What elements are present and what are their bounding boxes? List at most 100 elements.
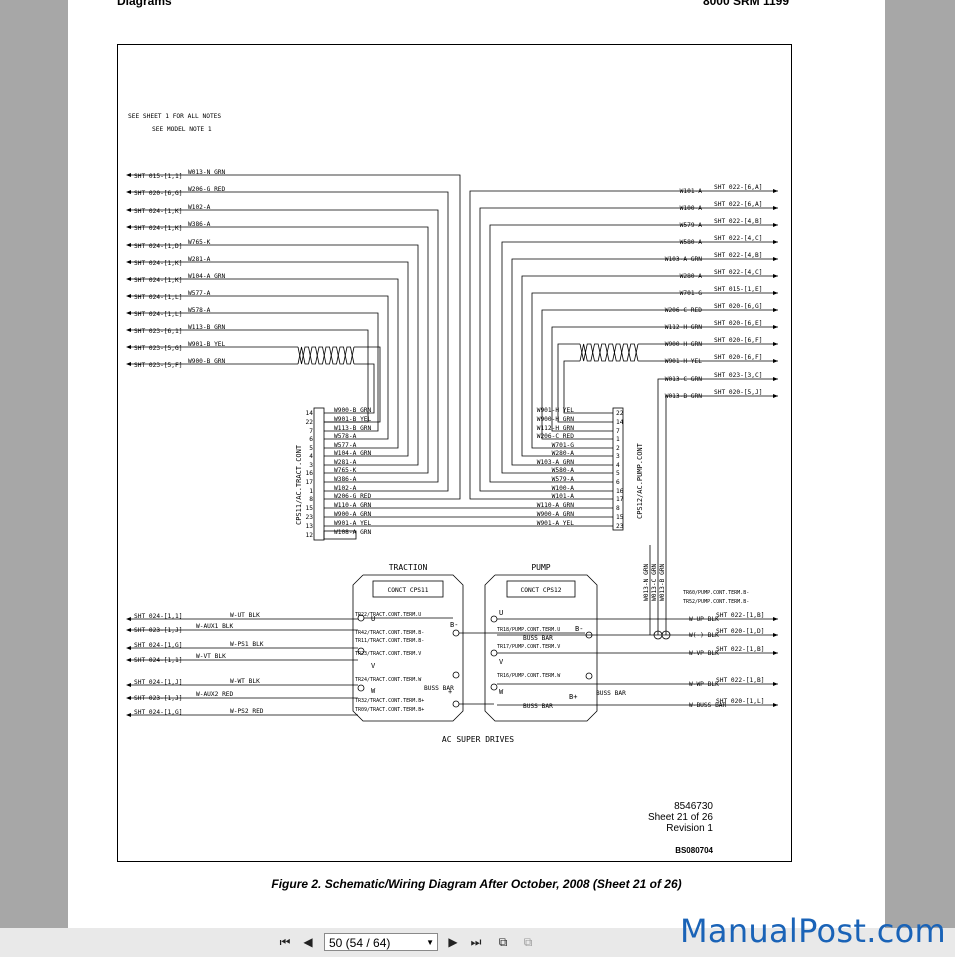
prev-page-icon[interactable]: ◀ <box>303 935 313 949</box>
arrow-right-icon <box>773 308 778 312</box>
bottom-right-ref: SHT 022-[1,B] <box>716 612 764 619</box>
pump-term-bplus <box>585 672 593 680</box>
bottom-left-wire: W-AUX2 RED <box>196 691 234 698</box>
cps12-wire: W110-A GRN <box>537 502 575 509</box>
cps11-wire: W901-A YEL <box>334 520 372 527</box>
bottom-right-ref: SHT 022-[1,B] <box>716 646 764 653</box>
arrow-right-icon <box>773 617 778 621</box>
page-number-select[interactable]: 50 (54 / 64) ▼ <box>324 933 438 951</box>
traction-term-label: B- <box>450 621 458 629</box>
right-wire-label: W013-C GRN <box>665 376 703 383</box>
wire-twist-b <box>324 363 375 414</box>
cps12-pin: 3 <box>616 453 620 460</box>
traction-term-text: TR32/TRACT.CONT.TERM.B+ <box>355 698 424 704</box>
arrow-right-icon <box>773 325 778 329</box>
left-sheet-ref: SHT 024-[1,L] <box>134 294 182 301</box>
page-number-value: 50 (54 / 64) <box>329 936 391 950</box>
wire-w013-b <box>665 395 778 635</box>
right-sheet-ref: SHT 022-[4,C] <box>714 269 762 276</box>
traction-term-label: V <box>371 662 376 670</box>
left-sheet-ref: SHT 024-[1,L] <box>134 311 182 318</box>
pump-term-label: V <box>499 658 504 666</box>
left-sheet-ref: SHT 015-[1,1] <box>134 173 182 180</box>
cps12-pin: 14 <box>616 419 624 426</box>
right-wire-label: W701-G <box>680 290 703 297</box>
arrow-right-icon <box>773 377 778 381</box>
cps12-pin: 16 <box>616 488 624 495</box>
bottom-left-ref: SHT 024-[1,J] <box>134 679 182 686</box>
bottom-left-wire: W-WT BLK <box>230 678 260 685</box>
cps11-pin: 6 <box>309 436 313 443</box>
figure-caption: Figure 2. Schematic/Wiring Diagram After… <box>271 877 682 891</box>
right-wire-label: W103-A GRN <box>665 256 703 263</box>
left-wire-label: W765-K <box>188 239 211 246</box>
wire-right-5 <box>521 275 778 457</box>
cps11-pin: 17 <box>306 479 314 486</box>
next-page-icon[interactable]: ▶ <box>448 935 458 949</box>
cps12-pin: 7 <box>616 428 620 435</box>
bottom-right-ref: SHT 020-[1,L] <box>716 698 764 705</box>
left-wire-label: W113-B GRN <box>188 324 226 331</box>
cps12-connector <box>612 407 624 531</box>
left-sheet-ref: SHT 024-[1,K] <box>134 277 182 284</box>
bottom-right-wire: W-BUSS BAR <box>689 702 727 709</box>
traction-term-text: TR24/TRACT.CONT.TERM.W <box>355 677 422 683</box>
left-sheet-ref: SHT 024-[1,K] <box>134 260 182 267</box>
pump-term-text: TR18/PUMP.CONT.TERM.U <box>497 627 560 633</box>
arrow-right-icon <box>773 633 778 637</box>
cps11-pin: 5 <box>309 445 313 452</box>
cps11-wire: W577-A <box>334 442 357 449</box>
traction-term-text: TR42/TRACT.CONT.TERM.B- <box>355 630 424 636</box>
cps11-wire: W386-A <box>334 476 357 483</box>
wire-left-7 <box>131 295 389 440</box>
terminal-ring <box>661 630 671 640</box>
chevron-down-icon: ▼ <box>426 938 434 947</box>
arrow-left-icon <box>126 696 131 700</box>
last-page-icon[interactable]: ⏭ <box>470 935 482 949</box>
arrow-left-icon <box>126 328 131 332</box>
cps12-wire: W103-A GRN <box>537 459 575 466</box>
pump-term-label: W <box>499 688 504 696</box>
cps12-wire: W580-A <box>552 467 575 474</box>
traction-term-label: U <box>371 615 375 623</box>
cps11-pin: 1 <box>309 488 313 495</box>
wire-right-7 <box>541 309 778 440</box>
pump-term-text: TR52/PUMP.CONT.TERM.B- <box>683 599 749 605</box>
left-wire-label: W102-A <box>188 204 211 211</box>
fit-width-icon[interactable]: ⧉ <box>523 935 533 949</box>
traction-term-bplus <box>452 671 460 679</box>
arrow-left-icon <box>126 683 131 687</box>
cps12-pin: 2 <box>616 445 620 452</box>
cps12-pin: 23 <box>616 523 624 530</box>
wire-twist-d <box>563 360 613 414</box>
right-sheet-ref: SHT 022-[4,B] <box>714 252 762 259</box>
arrow-left-icon <box>126 345 131 349</box>
bottom-left-wire: W-PS2 RED <box>230 708 264 715</box>
bottom-right-wire: W-UP BLK <box>689 616 719 623</box>
arrow-right-icon <box>773 240 778 244</box>
cps11-pin: 14 <box>306 410 314 417</box>
arrow-right-icon <box>773 291 778 295</box>
arrow-left-icon <box>126 362 131 366</box>
left-sheet-ref: SHT 024-[1,D] <box>134 243 182 250</box>
cps11-pin: 8 <box>309 496 313 503</box>
fit-page-icon[interactable]: ⧉ <box>498 935 508 949</box>
arrow-right-icon <box>773 206 778 210</box>
cps11-wire: W765-K <box>334 467 357 474</box>
right-wire-label: W580-A <box>680 239 703 246</box>
right-wire-label: W101-A <box>680 188 703 195</box>
wire-right-6 <box>531 292 778 449</box>
traction-contactor-box <box>372 580 444 598</box>
right-sheet-ref: SHT 022-[4,B] <box>714 218 762 225</box>
cps12-pin: 6 <box>616 479 620 486</box>
first-page-icon[interactable]: ⏮ <box>279 935 291 949</box>
traction-term-text: TR22/TRACT.CONT.TERM.U <box>355 612 421 618</box>
cps12-wire: W280-A <box>552 450 575 457</box>
arrow-right-icon <box>773 651 778 655</box>
wire-right-0 <box>469 190 778 500</box>
bottom-left-ref: SHT 023-[1,J] <box>134 627 182 634</box>
wire-left-9 <box>131 329 369 423</box>
cps11-wire: W113-B GRN <box>334 425 372 432</box>
arrow-left-icon <box>126 190 131 194</box>
doc-code: BS080704 <box>675 846 713 855</box>
